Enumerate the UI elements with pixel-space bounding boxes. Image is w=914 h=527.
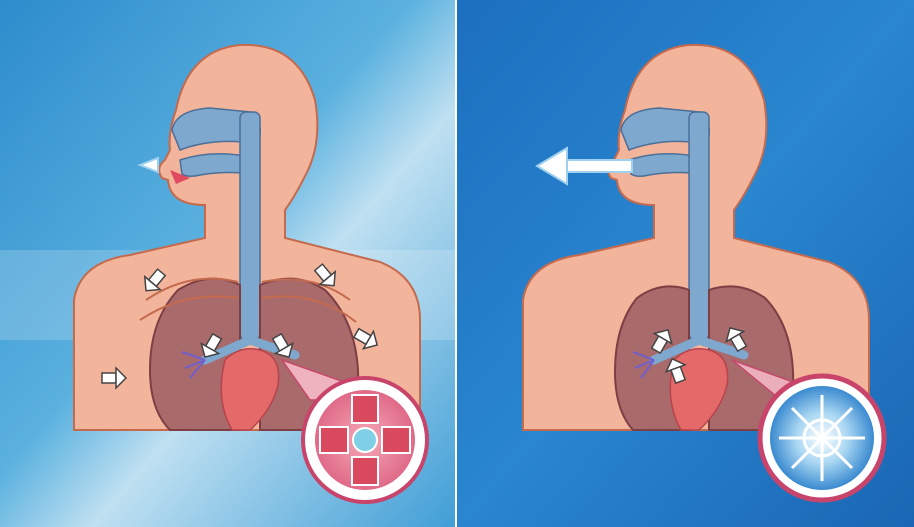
inhalation-illustration <box>0 0 457 527</box>
alveolus-inset <box>760 376 884 500</box>
trachea <box>689 112 709 340</box>
exhalation-illustration <box>457 0 914 527</box>
alveolus-inset <box>303 378 427 502</box>
trachea <box>240 112 260 340</box>
inhalation-panel <box>0 0 457 527</box>
exhalation-panel <box>457 0 914 527</box>
